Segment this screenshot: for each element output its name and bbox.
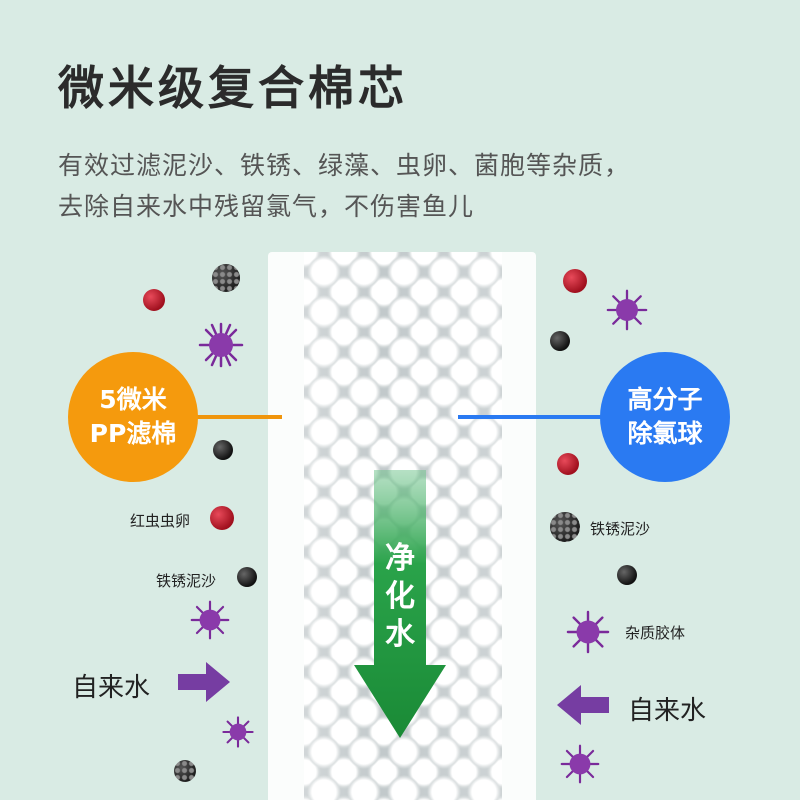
tap-water-label-right: 自来水 [628, 696, 707, 726]
subtitle-line-2: 去除自来水中残留氯气，不伤害鱼儿 [58, 192, 475, 221]
tap-water-label-left: 自来水 [72, 673, 151, 703]
purple-arrow-icon [557, 685, 609, 725]
virus-icon [560, 744, 600, 784]
insect-eggs-label: 红虫虫卵 [130, 512, 191, 530]
purify-char-1: 净 [385, 541, 415, 576]
virus-icon [198, 322, 244, 368]
pp-cotton-badge: 5微米 PP滤棉 [68, 352, 198, 482]
page-title: 微米级复合棉芯 [58, 61, 408, 115]
virus-icon [190, 600, 230, 640]
red-particle-icon [557, 453, 579, 475]
black-particle-icon [550, 331, 570, 351]
rust-sand-label-left: 铁锈泥沙 [156, 572, 217, 590]
virus-icon [566, 610, 610, 654]
red-particle-icon [143, 289, 165, 311]
right-connector-line [458, 415, 618, 419]
subtitle-line-1: 有效过滤泥沙、铁锈、绿藻、虫卵、菌胞等杂质， [58, 151, 631, 180]
pp-cotton-line-2: PP滤棉 [89, 419, 177, 448]
purple-arrow-icon [178, 662, 230, 702]
black-particle-icon [213, 440, 233, 460]
virus-icon [222, 716, 254, 748]
left-connector-line [160, 415, 282, 419]
purify-arrow-icon [354, 470, 446, 738]
rust-particle-icon [212, 264, 240, 292]
virus-icon [606, 289, 648, 331]
black-particle-icon [237, 567, 257, 587]
pp-cotton-line-1: 5微米 [99, 385, 167, 414]
rust-particle-icon [174, 760, 196, 782]
purify-arrow-text: 净 化 水 [375, 540, 425, 654]
rust-particle-icon [550, 512, 580, 542]
black-particle-icon [617, 565, 637, 585]
dechlorination-line-1: 高分子 [627, 385, 703, 414]
dechlorination-ball-badge: 高分子 除氯球 [600, 352, 730, 482]
dechlorination-line-2: 除氯球 [627, 419, 703, 448]
red-particle-icon [210, 506, 234, 530]
purify-char-3: 水 [385, 617, 415, 652]
rust-sand-label-right: 铁锈泥沙 [590, 520, 651, 538]
colloid-label: 杂质胶体 [625, 624, 686, 642]
purify-char-2: 化 [385, 579, 415, 614]
red-particle-icon [563, 269, 587, 293]
